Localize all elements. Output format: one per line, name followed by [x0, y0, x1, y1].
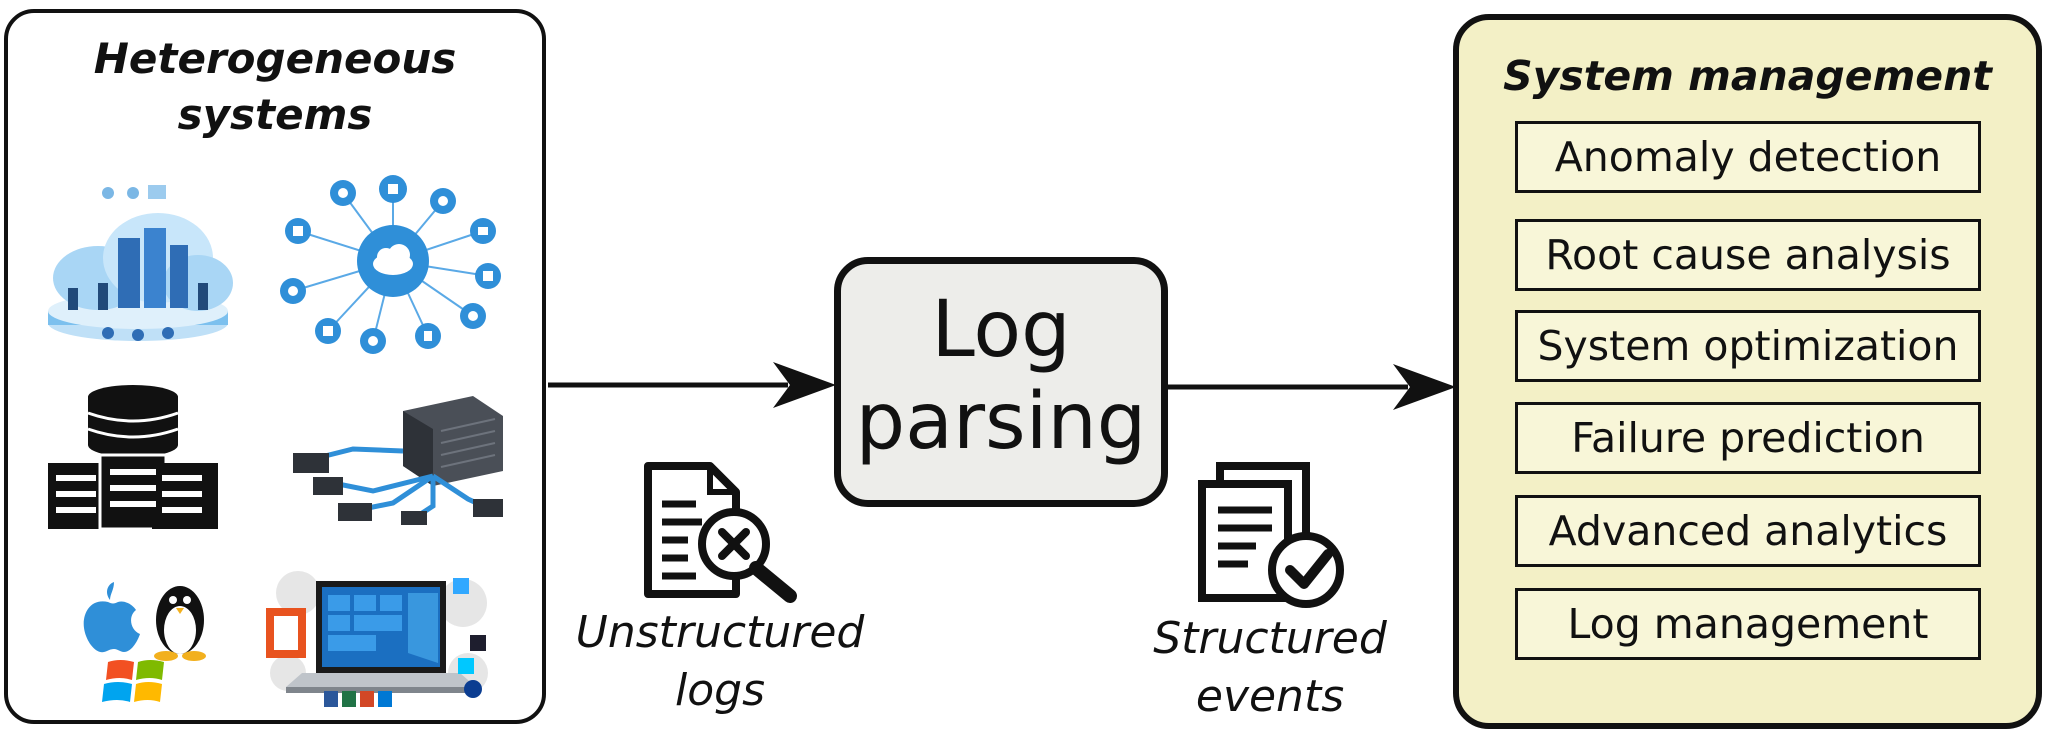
task-anomaly-detection: Anomaly detection: [1515, 121, 1981, 193]
task-system-optimization: System optimization: [1515, 310, 1981, 382]
heterogeneous-systems-panel: Heterogeneous systems: [4, 9, 546, 724]
iot-cloud-network-icon: [280, 175, 501, 354]
system-management-title: System management: [1503, 52, 1992, 100]
unstructured-logs-caption: Unstructured logs: [560, 604, 880, 720]
cloud-datacenter-icon: [48, 185, 233, 341]
unstructured-log-document-icon: [644, 462, 797, 603]
log-parsing-box: Log parsing: [834, 257, 1168, 507]
task-advanced-analytics: Advanced analytics: [1515, 495, 1981, 567]
task-log-management: Log management: [1515, 588, 1981, 660]
structured-caption-line-2: events: [1195, 671, 1345, 722]
log-parsing-label-line-2: parsing: [855, 377, 1147, 467]
network-server-icon: [293, 396, 503, 525]
structured-caption-line-1: Structured: [1153, 613, 1387, 664]
title-line-2: systems: [177, 90, 373, 139]
arrow-to-parsing: [548, 362, 836, 408]
system-management-panel: System management Anomaly detection Root…: [1453, 14, 2042, 729]
arrow-to-management: [1168, 364, 1456, 410]
os-logos-icon: [83, 582, 206, 702]
laptop-apps-icon: [266, 571, 488, 707]
title-line-1: Heterogeneous: [93, 34, 457, 83]
task-failure-prediction: Failure prediction: [1515, 402, 1981, 474]
structured-events-document-icon: [1198, 462, 1344, 608]
task-root-cause-analysis: Root cause analysis: [1515, 219, 1981, 291]
heterogeneous-systems-title: Heterogeneous systems: [8, 31, 542, 143]
unstructured-caption-line-2: logs: [675, 665, 765, 716]
unstructured-caption-line-1: Unstructured: [575, 607, 865, 658]
structured-events-caption: Structured events: [1120, 610, 1420, 726]
log-parsing-label-line-1: Log: [931, 285, 1071, 375]
database-server-icon: [48, 385, 218, 531]
